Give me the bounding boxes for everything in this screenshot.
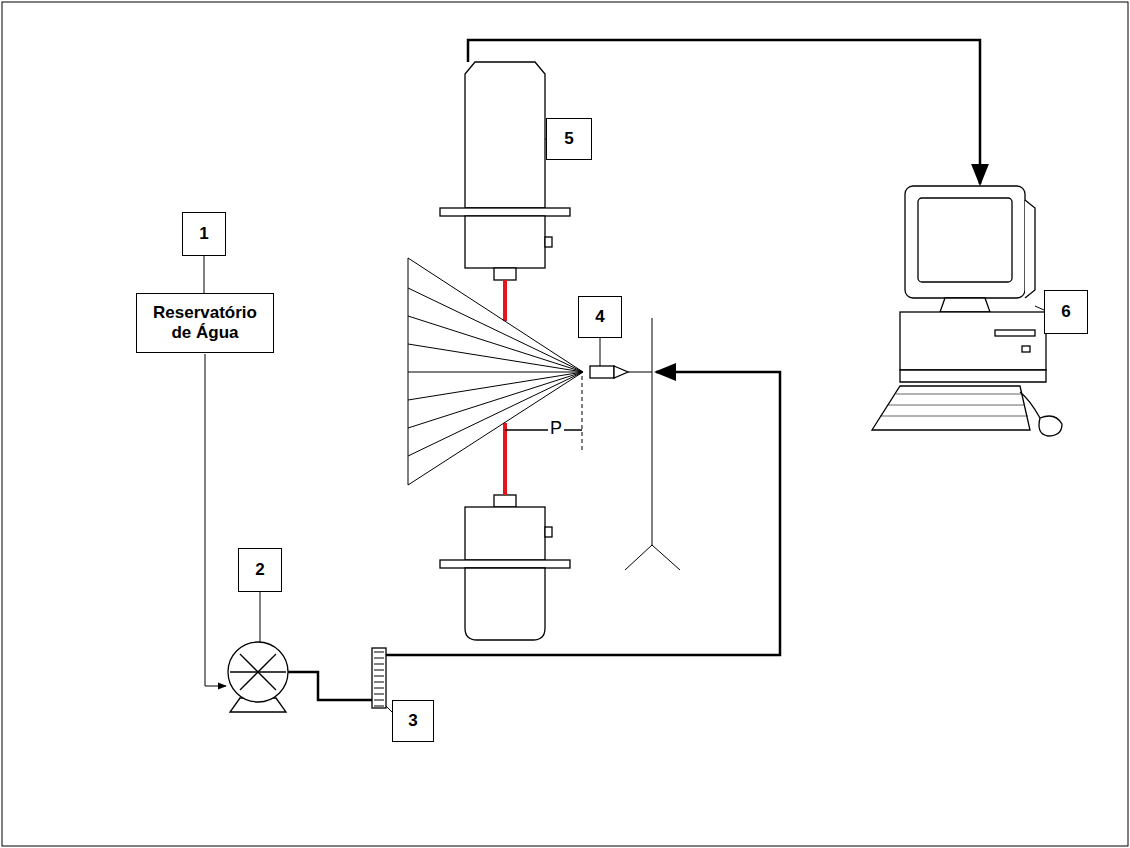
dimension-label: P [548, 419, 564, 439]
callout-text: 3 [408, 711, 417, 731]
callout-number: 5 [546, 118, 592, 160]
callout-number: 6 [1044, 290, 1088, 334]
callout-number: 1 [182, 212, 226, 256]
suction-line [205, 354, 226, 686]
flow-meter [372, 648, 386, 708]
callout-number: 3 [392, 700, 434, 742]
dimension-line [505, 429, 582, 430]
callout-text: 2 [255, 560, 264, 580]
reservoir-label: Reservatório de Água [143, 303, 267, 344]
supply-pipe [386, 372, 780, 655]
computer [872, 186, 1062, 436]
reservoir-box: Reservatório de Água [136, 293, 274, 353]
dimension-extension [582, 376, 583, 452]
callout-text: 4 [595, 307, 604, 327]
leader-line [260, 592, 261, 642]
keyboard-keys [880, 394, 1028, 416]
callout-text: 1 [199, 224, 208, 244]
callout-text: 5 [564, 129, 573, 149]
spray-fan [408, 258, 583, 485]
leader-line [1035, 306, 1044, 310]
laser-beam [503, 280, 507, 321]
top-camera [440, 62, 570, 280]
leader-line [204, 256, 205, 293]
laser-beam [503, 423, 507, 495]
pump-outlet-pipe [288, 672, 372, 700]
nozzle-stand [625, 318, 680, 570]
pump [228, 642, 288, 712]
nozzle [590, 366, 628, 378]
leader-line [600, 338, 601, 366]
callout-number: 4 [578, 296, 622, 338]
callout-number: 2 [238, 548, 282, 592]
callout-text: 6 [1061, 302, 1070, 322]
bottom-camera [440, 495, 570, 640]
flow-meter-scale [374, 652, 384, 706]
